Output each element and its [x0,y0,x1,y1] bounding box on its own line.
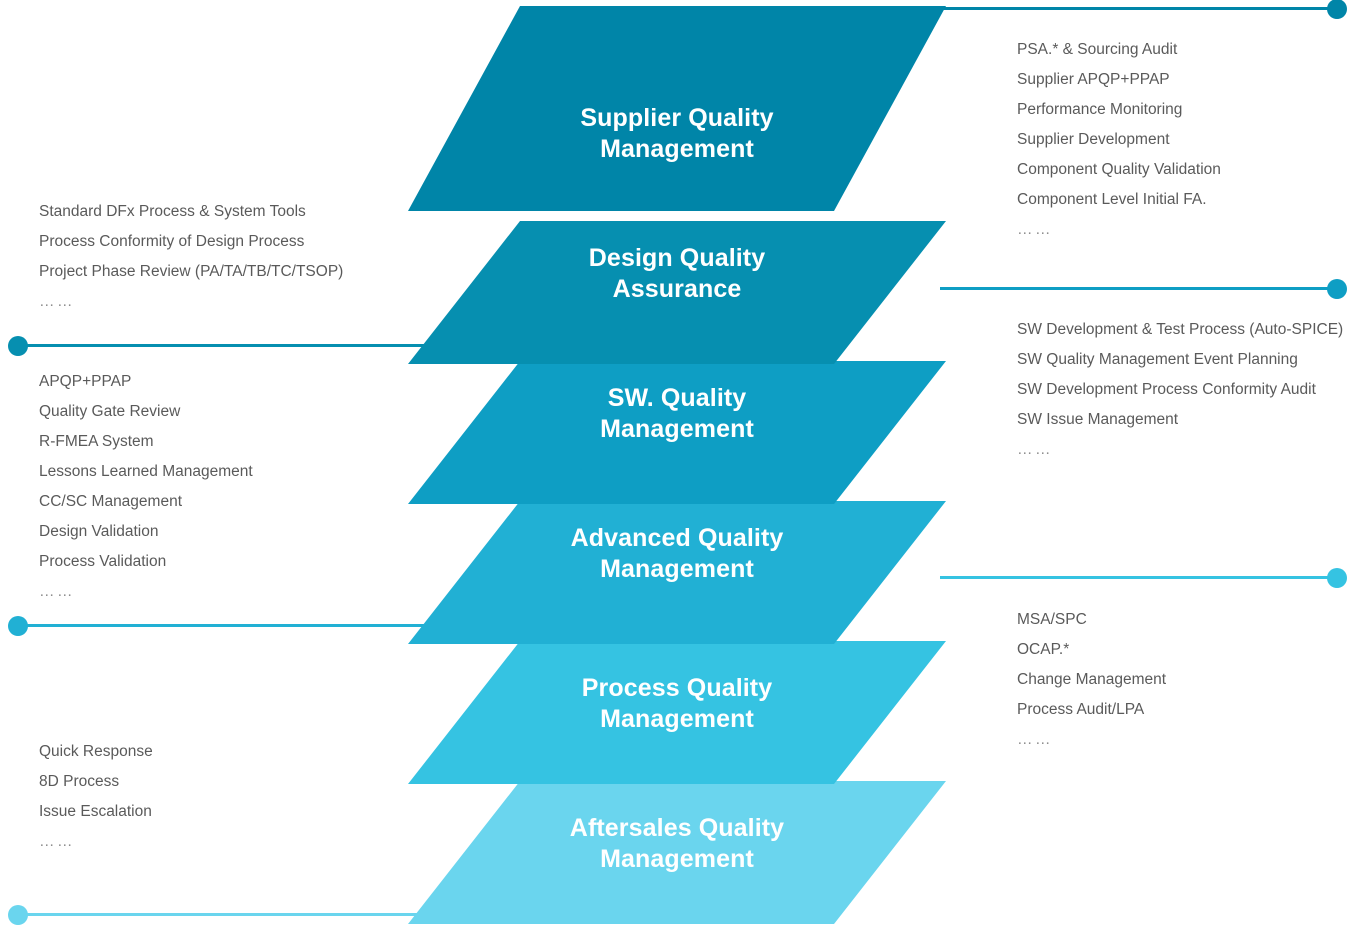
list-item: Standard DFx Process & System Tools [39,203,306,220]
band-shape-aftersales-quality-management[interactable] [408,781,946,924]
band-title-design-quality-assurance: Design Quality Assurance [588,244,766,303]
list-item-ellipsis: …… [39,583,75,600]
list-item: Process Conformity of Design Process [39,233,305,250]
connector-design-left [8,335,429,356]
detail-list-process-quality-management: MSA/SPC OCAP.* Change Management Process… [1017,605,1166,755]
band-title-sw-quality-management: SW. Quality Management [600,384,754,443]
list-item: SW Development & Test Process (Auto-SPIC… [1017,321,1344,338]
connector-sw-right [940,278,1347,299]
list-item: SW Quality Management Event Planning [1017,351,1298,368]
connector-line [940,576,1346,579]
connector-aftersales-left [8,904,429,925]
connector-process-right [940,567,1347,588]
detail-list-supplier-quality-management: PSA.* & Sourcing Audit Supplier APQP+PPA… [1017,35,1221,245]
list-item: APQP+PPAP [39,373,132,390]
list-item: Component Level Initial FA. [1017,191,1207,208]
connector-dot [1327,278,1347,299]
list-item: Project Phase Review (PA/TA/TB/TC/TSOP) [39,263,344,280]
list-item-ellipsis: …… [39,293,75,310]
connector-advanced-left [8,615,429,636]
connector-dot [1327,0,1347,19]
connector-dot [8,335,28,356]
band-shape-design-quality-assurance[interactable] [408,221,946,364]
connector-line [9,624,429,627]
list-item: SW Issue Management [1017,411,1179,428]
detail-list-sw-quality-management: SW Development & Test Process (Auto-SPIC… [1017,315,1343,465]
band-title-advanced-quality-management: Advanced Quality Management [570,524,784,583]
band-shape-process-quality-management[interactable] [408,641,946,784]
list-item: 8D Process [39,773,120,790]
list-item: SW Development Process Conformity Audit [1017,381,1316,398]
list-item-ellipsis: …… [1017,441,1053,458]
list-item: Issue Escalation [39,803,152,820]
connector-line [9,344,429,347]
band-title-process-quality-management: Process Quality Management [581,674,773,733]
list-item-ellipsis: …… [1017,731,1053,748]
connector-line [940,7,1346,10]
list-item: Performance Monitoring [1017,101,1183,118]
connector-dot [1327,567,1347,588]
list-item-ellipsis: …… [39,833,75,850]
connector-line [940,287,1346,290]
connector-dot [8,904,28,925]
list-item: Supplier Development [1017,131,1170,148]
list-item: Process Validation [39,553,167,570]
connector-line [9,913,429,916]
list-item: R-FMEA System [39,433,154,450]
band-shape-supplier-quality-management[interactable] [408,6,946,211]
band-shape-sw-quality-management[interactable] [408,361,946,504]
list-item: Change Management [1017,671,1167,688]
list-item: Process Audit/LPA [1017,701,1145,718]
list-item: MSA/SPC [1017,611,1087,628]
connector-supplier-right [940,0,1347,19]
band-title-supplier-quality-management: Supplier Quality Management [580,104,774,163]
list-item-ellipsis: …… [1017,221,1053,238]
list-item: Supplier APQP+PPAP [1017,71,1170,88]
list-item: CC/SC Management [39,493,183,510]
list-item: Quality Gate Review [39,403,181,420]
list-item: Lessons Learned Management [39,463,253,480]
connector-dot [8,615,28,636]
list-item: Quick Response [39,743,153,760]
detail-list-aftersales-quality-management: Quick Response 8D Process Issue Escalati… [39,737,153,857]
detail-list-design-quality-assurance: Standard DFx Process & System Tools Proc… [39,197,343,317]
list-item: OCAP.* [1017,641,1070,658]
band-title-aftersales-quality-management: Aftersales Quality Management [569,814,785,873]
detail-list-advanced-quality-management: APQP+PPAP Quality Gate Review R-FMEA Sys… [39,367,253,607]
list-item: Component Quality Validation [1017,161,1221,178]
list-item: Design Validation [39,523,159,540]
list-item: PSA.* & Sourcing Audit [1017,41,1178,58]
band-shape-advanced-quality-management[interactable] [408,501,946,644]
